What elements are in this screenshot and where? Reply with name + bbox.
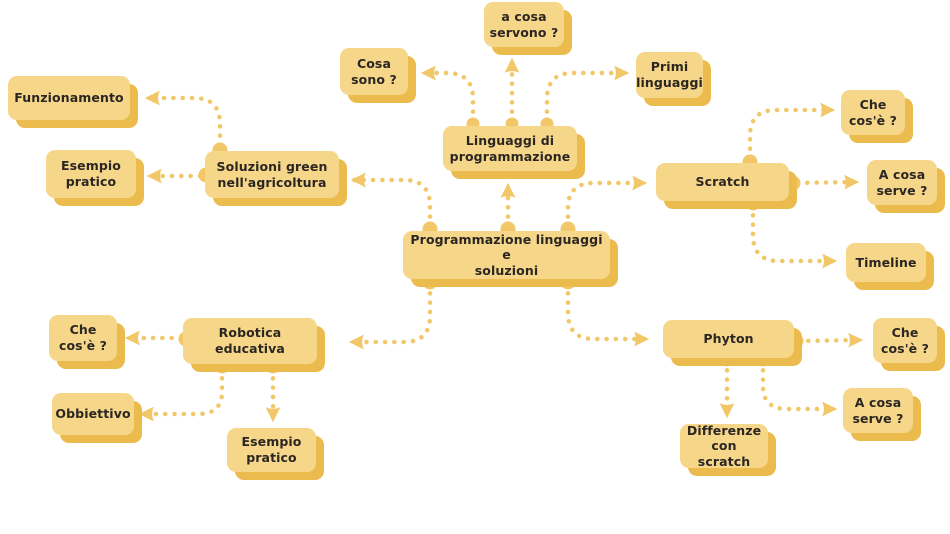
connector-center-to-scratch xyxy=(565,175,648,229)
connector-center-to-soluzioni-green xyxy=(350,172,433,229)
node-timeline[interactable]: Timeline xyxy=(846,243,926,282)
connector-linguaggi-to-cosa-sono xyxy=(420,65,476,124)
node-label-obbiettivo: Obbiettivo xyxy=(55,406,131,422)
connector-linguaggi-to-primi-linguaggi xyxy=(544,65,630,124)
node-scratch-a-cosa-serve[interactable]: A cosa serve ? xyxy=(867,160,937,205)
connector-scratch-to-timeline xyxy=(750,203,838,269)
node-label-scratch: Scratch xyxy=(695,174,750,190)
node-label-linguaggi: Linguaggi di programmazione xyxy=(449,132,571,164)
node-robotica-che-cose[interactable]: Che cos'è ? xyxy=(49,315,117,361)
node-robotica-esempio-pratico[interactable]: Esempio pratico xyxy=(227,428,316,472)
connector-scratch-to-che-cose xyxy=(747,102,836,161)
node-funzionamento[interactable]: Funzionamento xyxy=(8,76,130,120)
node-label-timeline: Timeline xyxy=(855,254,917,270)
node-soluzioni-green[interactable]: Soluzioni green nell'agricoltura xyxy=(205,151,339,198)
node-linguaggi-di-programmazione[interactable]: Linguaggi di programmazione xyxy=(443,126,577,171)
node-label-funzionamento: Funzionamento xyxy=(14,90,124,106)
node-label-esempio-pratico-green: Esempio pratico xyxy=(60,158,121,189)
node-label-cosa-sono: Cosa sono ? xyxy=(351,55,397,87)
node-label-soluzioni-green: Soluzioni green nell'agricoltura xyxy=(216,158,328,190)
node-label-a-cosa-servono: a cosa servono ? xyxy=(489,8,559,40)
node-differenze-con-scratch[interactable]: Differenze con scratch xyxy=(680,422,768,469)
node-label-scratch-che-cose: Che cos'è ? xyxy=(848,96,898,128)
node-label-robotica-che-cose: Che cos'è ? xyxy=(58,322,108,353)
node-esempio-pratico-green[interactable]: Esempio pratico xyxy=(46,150,136,198)
node-label-robotica-esempio-pratico: Esempio pratico xyxy=(241,434,302,465)
node-cosa-sono[interactable]: Cosa sono ? xyxy=(340,48,408,95)
connection-dot xyxy=(785,175,801,191)
node-phyton-a-cosa-serve[interactable]: A cosa serve ? xyxy=(843,388,913,433)
connector-phyton-to-a-cosa-serve xyxy=(760,358,838,417)
connector-center-to-robotica xyxy=(348,281,433,350)
node-label-scratch-a-cosa-serve: A cosa serve ? xyxy=(876,166,928,198)
node-primi-linguaggi[interactable]: Primi linguaggi xyxy=(636,52,703,98)
connector-soluzioni-to-funzionamento xyxy=(144,90,223,148)
node-robotica-educativa[interactable]: Robotica educativa xyxy=(183,318,317,364)
node-label-phyton: Phyton xyxy=(703,331,754,347)
node-scratch[interactable]: Scratch xyxy=(656,163,789,201)
node-label-center: Programmazione linguaggi e soluzioni xyxy=(410,231,603,278)
node-label-phyton-che-cose: Che cos'è ? xyxy=(880,324,930,356)
connector-center-to-phyton xyxy=(565,281,650,347)
node-programmazione-linguaggi-e-soluzioni[interactable]: Programmazione linguaggi e soluzioni xyxy=(403,231,610,279)
node-label-phyton-a-cosa-serve: A cosa serve ? xyxy=(852,394,904,426)
node-label-differenze: Differenze con scratch xyxy=(686,422,762,469)
node-phyton-che-cose[interactable]: Che cos'è ? xyxy=(873,318,937,363)
connector-robotica-to-obbiettivo xyxy=(138,366,225,422)
node-phyton[interactable]: Phyton xyxy=(663,320,794,358)
node-obbiettivo[interactable]: Obbiettivo xyxy=(52,393,134,435)
node-a-cosa-servono[interactable]: a cosa servono ? xyxy=(484,2,564,47)
node-scratch-che-cose[interactable]: Che cos'è ? xyxy=(841,90,905,135)
node-label-robotica: Robotica educativa xyxy=(215,325,285,356)
connector-scratch-to-a-cosa-serve xyxy=(795,174,860,190)
connector-phyton-to-che-cose xyxy=(796,332,864,348)
node-label-primi-linguaggi: Primi linguaggi xyxy=(636,59,703,90)
